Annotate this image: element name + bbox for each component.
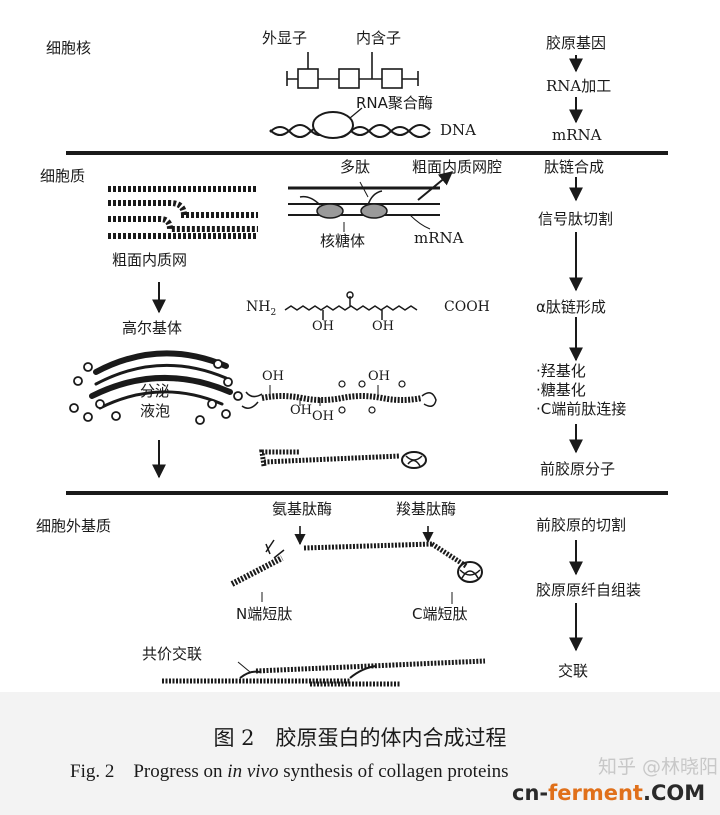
caption-chinese: 图 2 胶原蛋白的体内合成过程: [213, 726, 507, 750]
helix-oh-label-c: OH: [290, 403, 312, 418]
rer-lumen-label: 粗面内质网腔: [412, 158, 503, 176]
vesicle-label-line2: 液泡: [140, 402, 171, 420]
procollagen-helix-modified: [241, 380, 437, 414]
site-watermark-ferment: ferment: [548, 781, 643, 805]
vesicles: [69, 359, 243, 425]
step-hydroxylation: ·羟基化: [536, 362, 586, 380]
dna-label: DNA: [440, 121, 476, 139]
c-propeptide-label: C端短肽: [412, 605, 468, 623]
site-watermark: cn-ferment.COM: [512, 781, 705, 805]
alpha-chain: [284, 291, 418, 320]
rough-er-icon: [108, 186, 258, 239]
step-alpha-chain-formation: α肽链形成: [536, 298, 606, 316]
step-rna-processing: RNA加工: [546, 77, 612, 95]
chain-carboxyl-terminus: COOH: [444, 299, 490, 315]
step-peptide-synthesis: 肽链合成: [544, 158, 605, 176]
golgi-icon: [89, 350, 233, 410]
extracellular-matrix-label: 细胞外基质: [36, 517, 112, 535]
chain-amino-subscript: 2: [270, 307, 277, 318]
cytoplasm-label: 细胞质: [40, 167, 86, 185]
nucleus-label: 细胞核: [46, 39, 92, 57]
mrna-label: mRNA: [414, 229, 464, 247]
step-signal-peptide-cleavage: 信号肽切割: [538, 210, 614, 228]
polypeptide-label: 多肽: [340, 158, 371, 176]
step-glycosylation: ·糖基化: [536, 381, 586, 399]
n-propeptide-label: N端短肽: [236, 605, 293, 623]
intron-label: 内含子: [356, 29, 402, 47]
site-watermark-com: .COM: [642, 781, 706, 805]
step-crosslinking: 交联: [558, 662, 589, 680]
nucleus-cytoplasm-divider: [66, 151, 668, 155]
step-fibril-self-assembly: 胶原原纤自组装: [536, 581, 642, 599]
caption-english-suffix: synthesis of collagen proteins: [278, 761, 509, 782]
step-procollagen-cleavage: 前胶原的切割: [536, 516, 627, 534]
procollagen-molecule: [259, 449, 427, 469]
n-peptidase-label: 氨基肽酶: [272, 500, 333, 518]
helix-oh-label-d: OH: [312, 409, 334, 424]
exon-label: 外显子: [262, 29, 308, 47]
chain-oh-label-b: OH: [372, 319, 394, 334]
cytoplasm-ecm-divider: [66, 491, 668, 495]
caption-english-italic: in vivo: [227, 761, 279, 782]
procollagen-cleavage: [230, 526, 483, 604]
rna-polymerase-label: RNA聚合酶: [356, 94, 433, 112]
step-mrna: mRNA: [552, 126, 602, 144]
gene-structure: [286, 52, 419, 89]
chain-amino-terminus: NH2: [246, 299, 277, 318]
step-c-propeptide-linkage: ·C端前肽连接: [536, 400, 627, 418]
rna-polymerase: [312, 111, 354, 139]
ribosome-label: 核糖体: [320, 232, 366, 250]
chain-oh-label-a: OH: [312, 319, 334, 334]
step-collagen-gene: 胶原基因: [546, 34, 607, 52]
site-watermark-cn: cn-: [512, 781, 549, 805]
collagen-fibrils: [162, 658, 486, 687]
golgi-label: 高尔基体: [122, 319, 183, 337]
rough-er-label: 粗面内质网: [112, 251, 188, 269]
helix-oh-label-b: OH: [368, 369, 390, 384]
ribosome-complex: [288, 171, 454, 232]
zhihu-watermark: 知乎 @林晓阳: [598, 756, 719, 778]
caption-english-prefix: Fig. 2 Progress on: [70, 761, 228, 782]
step-procollagen-molecule: 前胶原分子: [540, 460, 616, 478]
crosslink-label: 共价交联: [142, 645, 203, 663]
helix-oh-label-a: OH: [262, 369, 284, 384]
vesicle-label-line1: 分泌: [140, 382, 171, 400]
c-peptidase-label: 羧基肽酶: [396, 500, 457, 518]
caption-english: Fig. 2 Progress on in vivo synthesis of …: [70, 756, 509, 783]
caption-area: [0, 692, 720, 815]
